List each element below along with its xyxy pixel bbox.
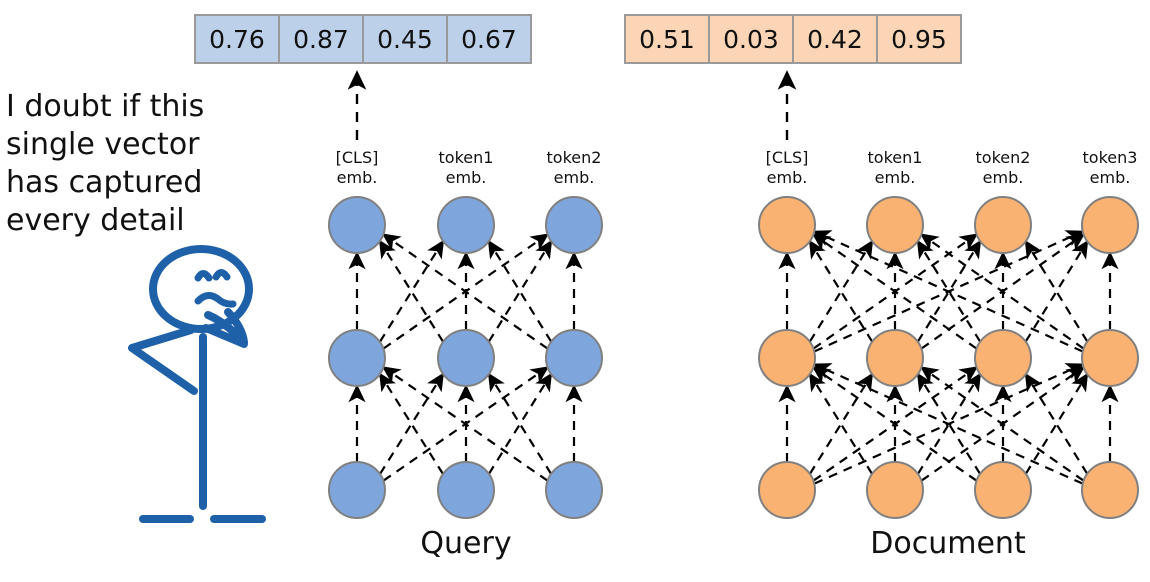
stick-figure xyxy=(128,245,266,523)
document-vector-cell: 0.03 xyxy=(710,16,794,62)
network-edge xyxy=(916,372,982,475)
network-edge xyxy=(378,239,445,343)
token-label-line1: [CLS] xyxy=(765,148,809,167)
token-label-line1: token3 xyxy=(1082,148,1138,167)
query-vector-cell: 0.87 xyxy=(280,16,364,62)
network-edge xyxy=(378,239,445,343)
network-edge xyxy=(919,233,1085,350)
document-node-l2-c1 xyxy=(866,196,924,254)
network-nodes xyxy=(328,196,1139,519)
query-node-l2-c2 xyxy=(545,196,603,254)
quote-line: has captured xyxy=(6,165,203,201)
network-edge xyxy=(1024,239,1089,343)
network-edge xyxy=(808,239,874,343)
query-node-l0-c0 xyxy=(328,461,386,519)
document-node-l1-c0 xyxy=(758,329,816,387)
document-node-l0-c1 xyxy=(866,461,924,519)
token-label-line2: emb. xyxy=(766,168,808,187)
document-token-label-0: [CLS]emb. xyxy=(727,148,847,188)
document-node-l0-c0 xyxy=(758,461,816,519)
document-node-l2-c2 xyxy=(974,196,1032,254)
query-node-l0-c1 xyxy=(437,461,495,519)
document-node-l2-c0 xyxy=(758,196,816,254)
quote-line: single vector xyxy=(6,127,200,163)
query-vector: 0.76 0.87 0.45 0.67 xyxy=(194,14,532,64)
query-vector-cell: 0.67 xyxy=(448,16,530,62)
network-edge xyxy=(379,372,444,475)
figure-mouth xyxy=(194,292,237,308)
token-label-line2: emb. xyxy=(553,168,595,187)
figure-eyebrow-right xyxy=(212,269,231,281)
document-vector: 0.51 0.03 0.42 0.95 xyxy=(624,14,962,64)
token-label-line1: token2 xyxy=(975,148,1031,167)
quote-line: I doubt if this xyxy=(6,89,205,124)
network-edge xyxy=(487,239,553,343)
network-edge xyxy=(811,233,978,350)
figure-arm-right xyxy=(202,324,248,348)
document-node-l2-c3 xyxy=(1081,196,1139,254)
network-edge xyxy=(808,372,874,475)
network-edge xyxy=(1024,372,1089,475)
query-node-l1-c0 xyxy=(328,329,386,387)
network-edge xyxy=(487,239,553,343)
token-label-line1: [CLS] xyxy=(335,148,379,167)
document-node-l1-c1 xyxy=(866,329,924,387)
document-node-l0-c2 xyxy=(974,461,1032,519)
token-label-line1: token2 xyxy=(546,148,602,167)
quote-line: every detail xyxy=(6,203,185,239)
network-edge xyxy=(381,366,549,482)
token-label-line2: emb. xyxy=(336,168,378,187)
document-vector-cell: 0.51 xyxy=(626,16,710,62)
query-node-l2-c1 xyxy=(437,196,495,254)
network-edge xyxy=(808,239,874,343)
network-edge xyxy=(379,372,444,475)
network-edge xyxy=(812,363,1084,485)
document-title: Document xyxy=(870,526,1026,561)
network-edges xyxy=(348,230,1119,485)
network-edge xyxy=(381,233,549,350)
network-edge xyxy=(487,372,553,475)
query-token-label-0: [CLS]emb. xyxy=(297,148,417,188)
token-label-line1: token1 xyxy=(438,148,494,167)
query-node-l1-c2 xyxy=(545,329,603,387)
document-node-l0-c3 xyxy=(1081,461,1139,519)
network-edge xyxy=(1024,372,1089,475)
network-edge xyxy=(916,239,982,343)
output-arrows xyxy=(347,70,797,140)
token-label-line2: emb. xyxy=(1089,168,1131,187)
token-label-line2: emb. xyxy=(874,168,916,187)
query-node-l2-c0 xyxy=(328,196,386,254)
token-label-line2: emb. xyxy=(445,168,487,187)
network-edge xyxy=(1024,239,1089,343)
figure-quote: I doubt if this single vector has captur… xyxy=(6,88,256,240)
network-edge xyxy=(916,372,982,475)
document-vector-cell: 0.95 xyxy=(878,16,960,62)
query-vector-cell: 0.76 xyxy=(196,16,280,62)
figure-eyebrow-left xyxy=(194,270,213,282)
network-edge xyxy=(487,372,553,475)
document-node-l1-c2 xyxy=(974,329,1032,387)
query-node-l0-c2 xyxy=(545,461,603,519)
query-node-l1-c1 xyxy=(437,329,495,387)
network-edge xyxy=(811,366,978,482)
token-label-line1: token1 xyxy=(867,148,923,167)
network-edge xyxy=(812,230,1084,353)
query-vector-cell: 0.45 xyxy=(364,16,448,62)
network-edge xyxy=(808,372,874,475)
token-label-line2: emb. xyxy=(982,168,1024,187)
query-title: Query xyxy=(420,526,512,561)
document-vector-cell: 0.42 xyxy=(794,16,878,62)
network-edge xyxy=(919,366,1085,482)
network-edge xyxy=(916,239,982,343)
figure-head xyxy=(149,245,253,333)
figure-arm-left xyxy=(128,326,198,395)
document-node-l1-c3 xyxy=(1081,329,1139,387)
